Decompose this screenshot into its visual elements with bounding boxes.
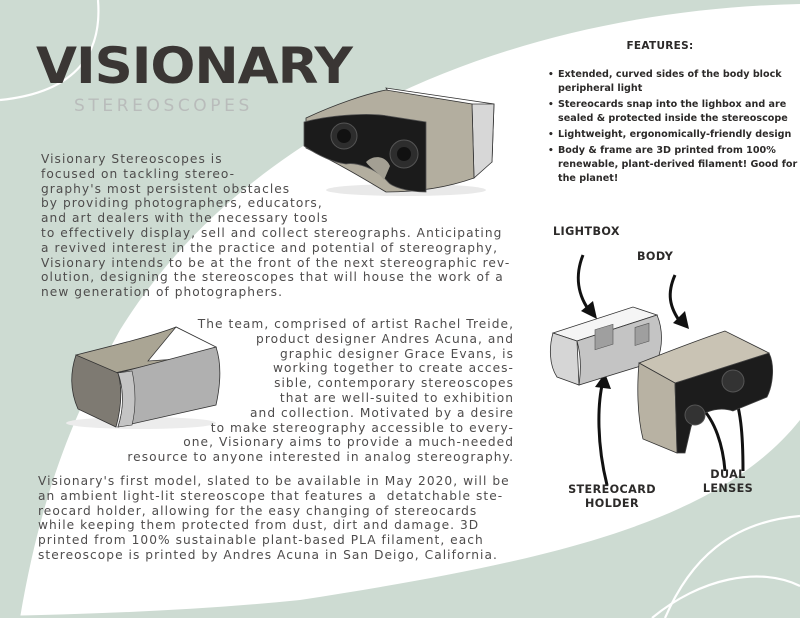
model-paragraph: Visionary's first model, slated to be av… bbox=[38, 474, 510, 562]
callout-dual-lenses: DUAL LENSES bbox=[702, 468, 754, 495]
brand-title: VISIONARY bbox=[36, 37, 353, 95]
callout-body: BODY bbox=[637, 250, 674, 263]
brand-subtitle: STEREOSCOPES bbox=[74, 96, 253, 116]
features-heading: FEATURES: bbox=[626, 40, 694, 52]
feature-item: Extended, curved sides of the body block… bbox=[548, 68, 800, 96]
feature-item: Stereocards snap into the lighbox and ar… bbox=[548, 98, 800, 126]
stereoscope-body-image bbox=[303, 87, 495, 196]
feature-item: Lightweight, ergonomically-friendly desi… bbox=[548, 128, 800, 142]
callout-stereocard-holder: STEREOCARD HOLDER bbox=[568, 483, 656, 510]
intro-paragraph: Visionary Stereoscopes is focused on tac… bbox=[41, 152, 511, 300]
team-paragraph: The team, comprised of artist Rachel Tre… bbox=[127, 317, 514, 465]
exploded-diagram-image bbox=[549, 254, 773, 485]
stereoscope-closed-image bbox=[66, 326, 221, 429]
holder-arrow bbox=[597, 380, 609, 485]
feature-item: Body & frame are 3D printed from 100% re… bbox=[548, 144, 800, 186]
callout-lightbox: LIGHTBOX bbox=[553, 225, 620, 238]
body-arrow bbox=[668, 274, 683, 324]
features-list: Extended, curved sides of the body block… bbox=[548, 68, 800, 188]
